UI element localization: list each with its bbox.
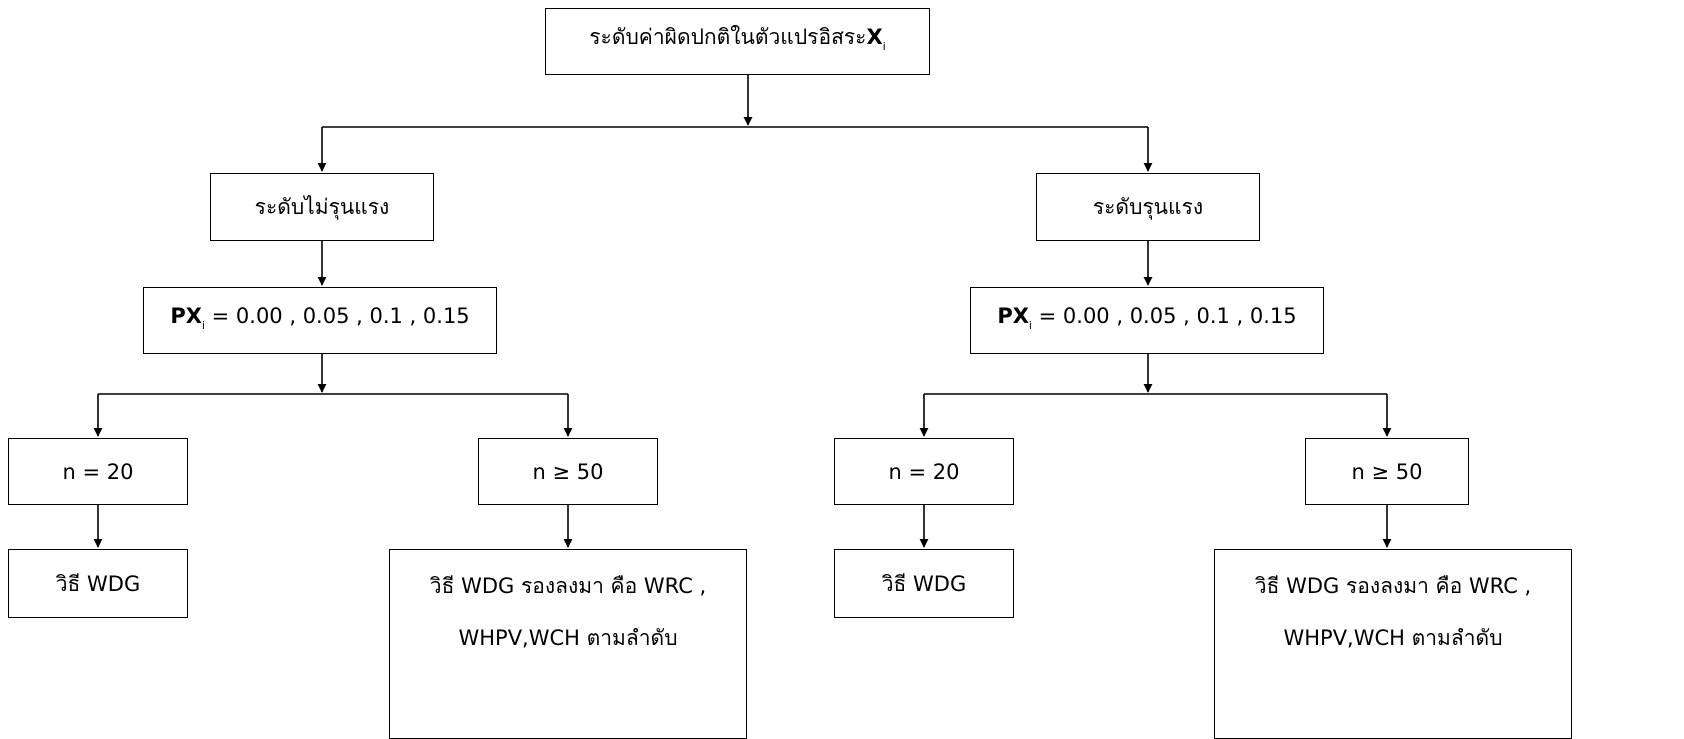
result-text-line-1: วิธี WDG รองลงมา คือ WRC , <box>1254 574 1532 598</box>
mild-level-label: ระดับไม่รุนแรง <box>254 195 390 219</box>
sample-size-label: n ≥ 50 <box>532 459 604 484</box>
result-text-line-1: วิธี WDG รองลงมา คือ WRC , <box>429 574 707 598</box>
root-text: ระดับค่าผิดปกติในตัวแปรอิสระ <box>589 24 867 49</box>
severe-n20-result: วิธี WDG <box>834 549 1014 618</box>
px-values: = 0.00 , 0.05 , 0.1 , 0.15 <box>204 303 470 328</box>
result-text-line-2: WHPV,WCH ตามลำดับ <box>458 626 678 650</box>
px-subscript: i <box>1028 318 1032 332</box>
px-label: PX <box>997 303 1029 328</box>
px-node-mild: PXi = 0.00 , 0.05 , 0.1 , 0.15 <box>143 287 497 354</box>
mild-n20-result: วิธี WDG <box>8 549 188 618</box>
result-text: วิธี WDG <box>881 571 967 596</box>
sample-size-label: n = 20 <box>62 459 134 484</box>
severe-n20-node: n = 20 <box>834 438 1014 505</box>
severe-n50-node: n ≥ 50 <box>1305 438 1469 505</box>
px-label: PX <box>170 303 202 328</box>
mild-n20-node: n = 20 <box>8 438 188 505</box>
result-text: วิธี WDG <box>55 571 141 596</box>
severe-level-node: ระดับรุนแรง <box>1036 173 1260 241</box>
sample-size-label: n ≥ 50 <box>1351 459 1423 484</box>
sample-size-label: n = 20 <box>888 459 960 484</box>
severe-n50-result: วิธี WDG รองลงมา คือ WRC , WHPV,WCH ตามล… <box>1214 549 1572 739</box>
result-text-line-2: WHPV,WCH ตามลำดับ <box>1283 626 1503 650</box>
mild-level-node: ระดับไม่รุนแรง <box>210 173 434 241</box>
mild-n50-node: n ≥ 50 <box>478 438 658 505</box>
severe-level-label: ระดับรุนแรง <box>1092 195 1204 219</box>
px-subscript: i <box>201 318 205 332</box>
root-variable: X <box>866 24 883 49</box>
root-variable-subscript: i <box>882 39 886 53</box>
px-node-severe: PXi = 0.00 , 0.05 , 0.1 , 0.15 <box>970 287 1324 354</box>
px-values: = 0.00 , 0.05 , 0.1 , 0.15 <box>1031 303 1297 328</box>
mild-n50-result: วิธี WDG รองลงมา คือ WRC , WHPV,WCH ตามล… <box>389 549 747 739</box>
root-node: ระดับค่าผิดปกติในตัวแปรอิสระXi <box>545 8 930 75</box>
